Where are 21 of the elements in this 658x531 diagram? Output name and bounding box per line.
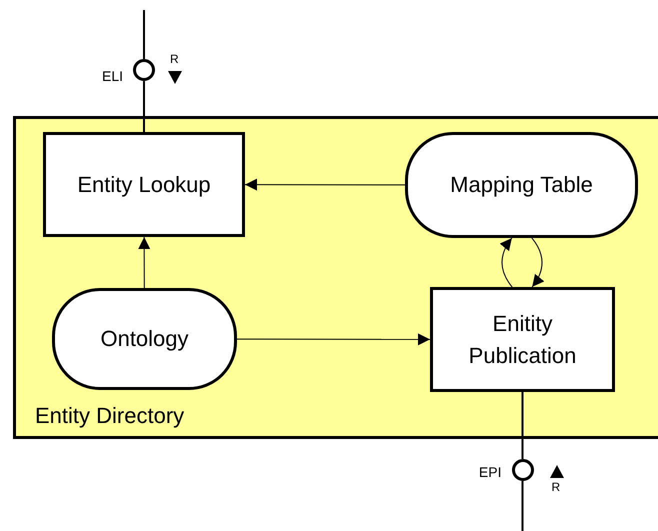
interface-label: ELI	[100, 69, 123, 83]
container-label: Entity Directory	[35, 402, 184, 430]
agent-box	[430, 287, 615, 392]
arrow	[236, 333, 430, 346]
interface-label: EPI	[478, 465, 502, 479]
access-label: R	[552, 481, 560, 493]
connector-line	[522, 392, 524, 459]
arrow	[500, 238, 513, 288]
connector-line	[522, 481, 524, 531]
node-label: Entity Lookup	[77, 170, 211, 199]
arrow	[531, 237, 544, 288]
container-band	[13, 116, 658, 439]
connector-line	[143, 81, 145, 132]
node-label: Enitity Publication	[468, 310, 578, 370]
connector-line	[143, 10, 145, 59]
agent-box	[43, 132, 245, 237]
arrow	[138, 236, 150, 288]
arrow	[244, 178, 406, 191]
node-label: Ontology	[100, 325, 189, 353]
node-label: Mapping Table	[450, 171, 593, 199]
access-label: R	[170, 53, 179, 65]
